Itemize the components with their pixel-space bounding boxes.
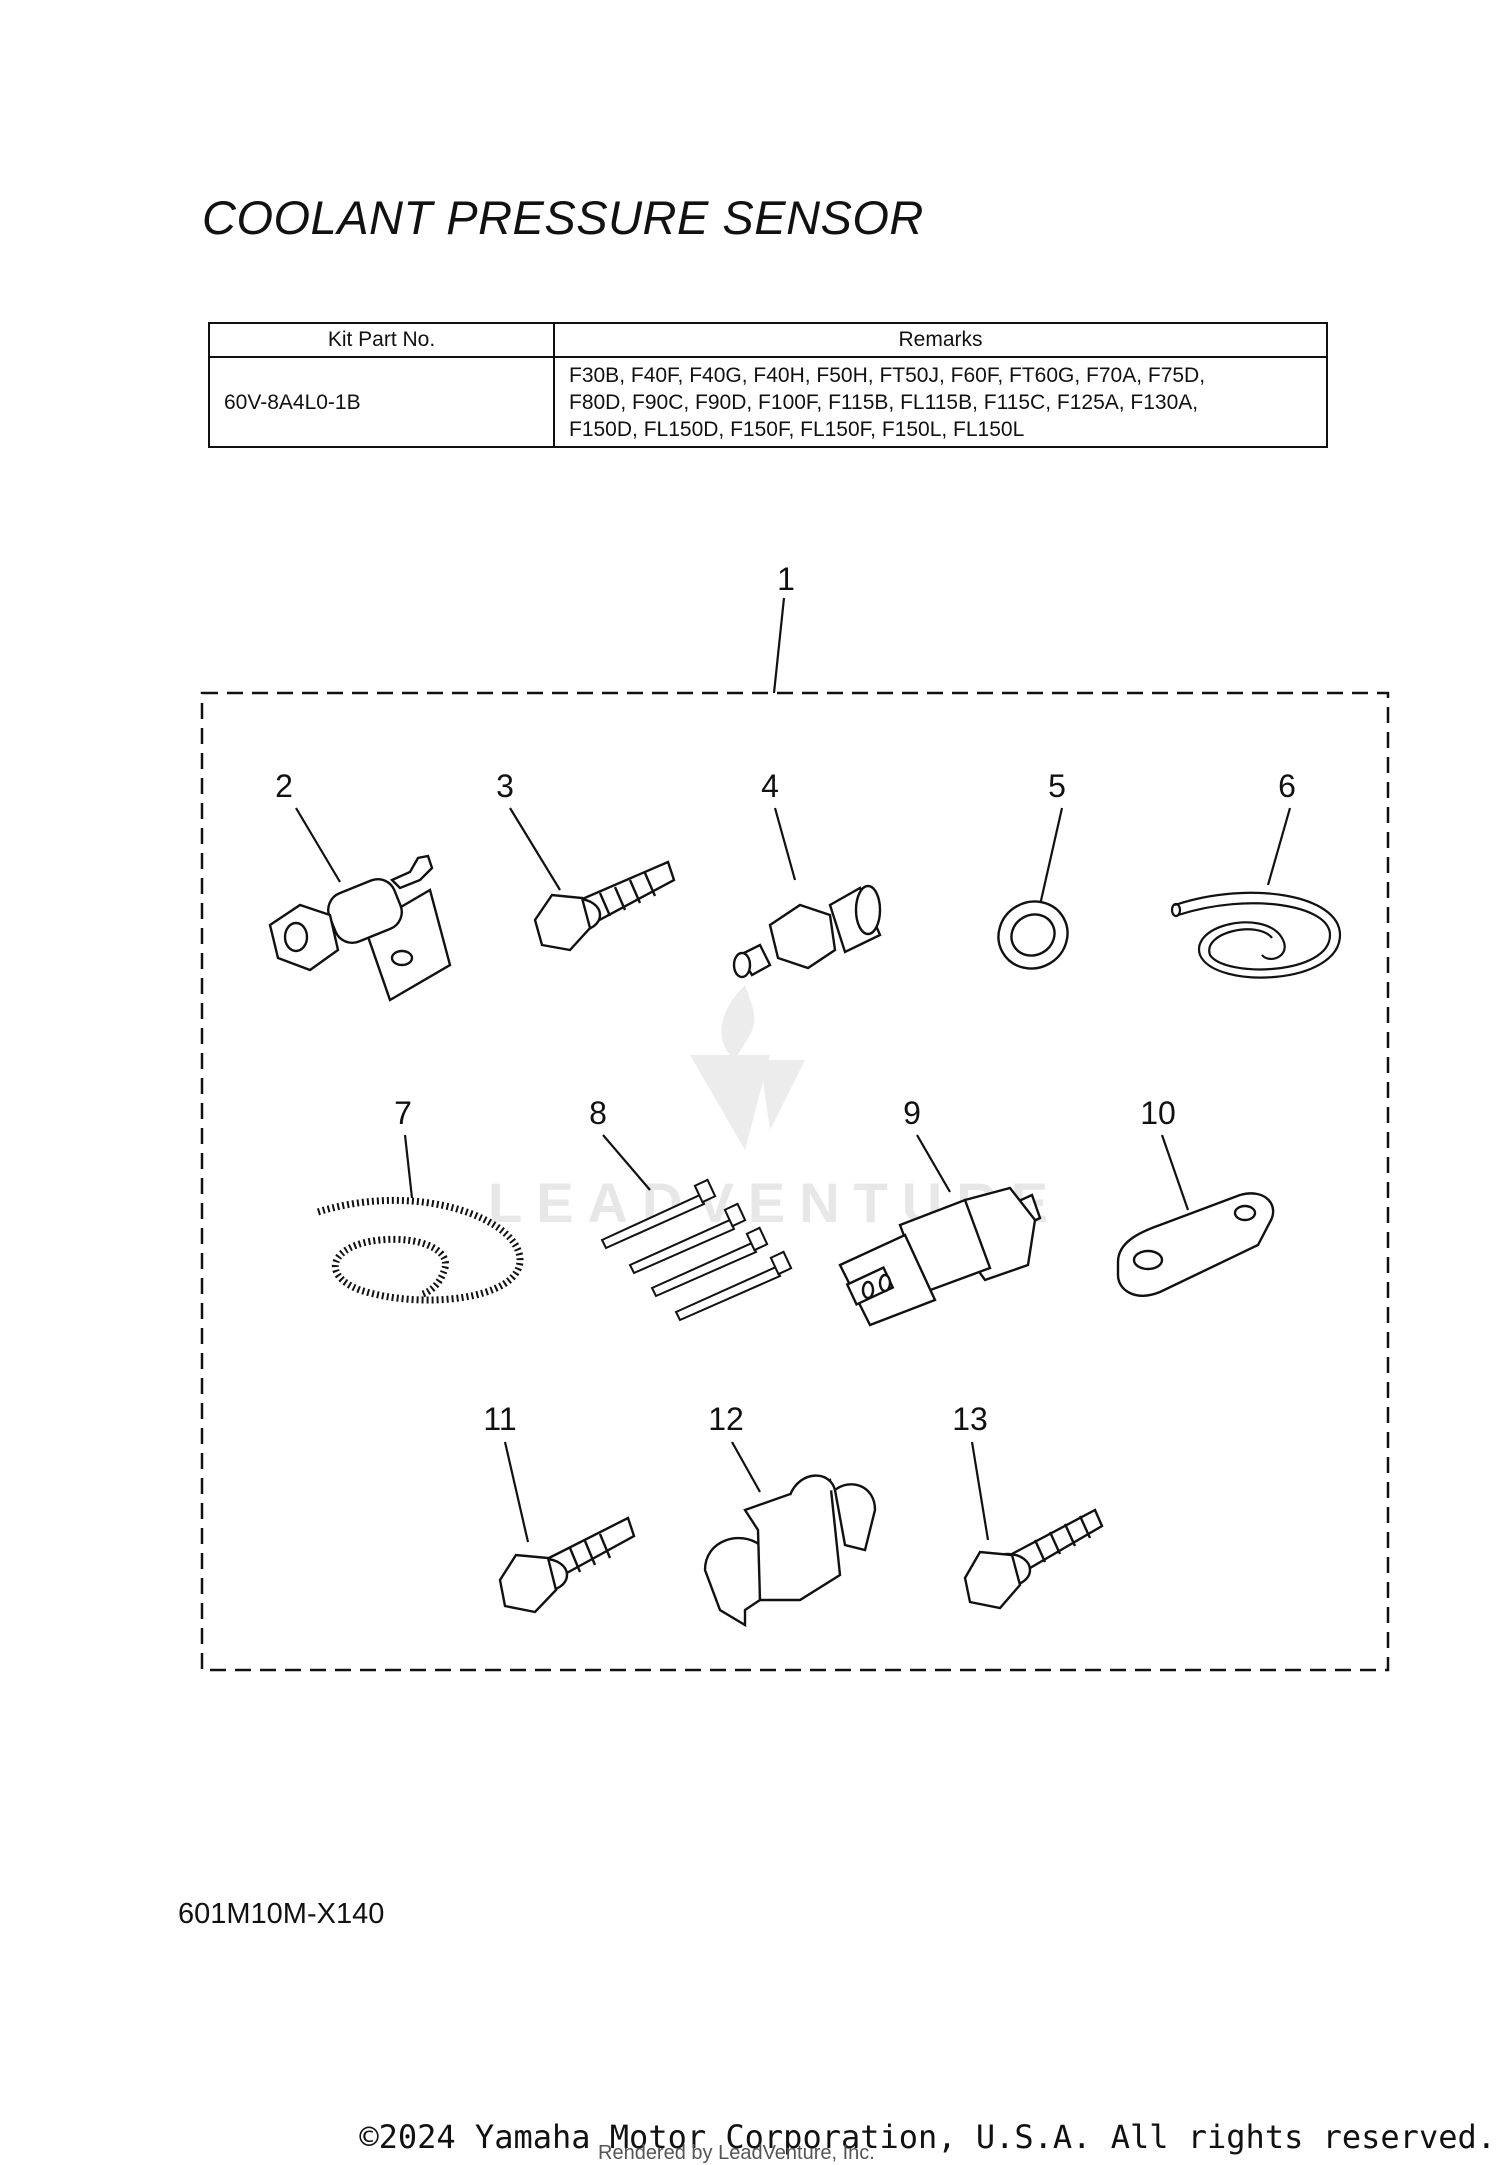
callout-9: 9 xyxy=(903,1095,921,1131)
header-kit-part-no: Kit Part No. xyxy=(208,322,555,358)
callout-4: 4 xyxy=(761,768,779,804)
callout-10: 10 xyxy=(1140,1095,1176,1131)
callout-6: 6 xyxy=(1278,768,1296,804)
part-10-plate xyxy=(1116,1192,1275,1297)
table-header-row: Kit Part No. Remarks xyxy=(208,322,1328,358)
part-4-sensor-adapter xyxy=(732,884,882,979)
remarks-cell: F30B, F40F, F40G, F40H, F50H, FT50J, F60… xyxy=(553,356,1328,448)
callout-11: 11 xyxy=(483,1401,516,1437)
part-2-fitting-bracket xyxy=(268,854,452,1002)
kit-boundary xyxy=(200,691,1390,1672)
header-remarks: Remarks xyxy=(553,322,1328,358)
kit-part-number: 60V-8A4L0-1B xyxy=(208,356,555,448)
part-13-screw xyxy=(963,1508,1104,1610)
callout-3: 3 xyxy=(496,768,514,804)
remarks-line: F30B, F40F, F40G, F40H, F50H, FT50J, F60… xyxy=(569,363,1206,387)
part-12-clamp xyxy=(703,1474,877,1628)
callout-1: 1 xyxy=(777,561,795,597)
diagram-code: 601M10M-X140 xyxy=(178,1898,385,1930)
table-row: 60V-8A4L0-1B F30B, F40F, F40G, F40H, F50… xyxy=(208,356,1328,448)
callout-8: 8 xyxy=(589,1095,607,1131)
part-11-bolt xyxy=(498,1516,636,1614)
callout-2: 2 xyxy=(275,768,293,804)
callout-labels: 1 2 3 4 5 6 7 8 9 10 11 12 13 xyxy=(275,561,1296,1437)
callout-12: 12 xyxy=(708,1401,744,1437)
part-8-cable-ties xyxy=(600,1178,793,1322)
copyright-notice: ©2024 Yamaha Motor Corporation, U.S.A. A… xyxy=(359,2118,1496,2156)
part-6-hose xyxy=(1170,891,1342,979)
callout-13: 13 xyxy=(952,1401,988,1437)
part-7-spiral-wrap xyxy=(316,1196,524,1304)
part-3-bolt xyxy=(533,860,676,952)
part-5-washer xyxy=(997,900,1069,970)
watermark-logo xyxy=(690,985,805,1150)
callout-7: 7 xyxy=(394,1095,412,1131)
page-title: COOLANT PRESSURE SENSOR xyxy=(202,191,924,244)
rendered-by-note: Rendered by LeadVenture, Inc. xyxy=(598,2142,875,2164)
kit-table: Kit Part No. Remarks 60V-8A4L0-1B F30B, … xyxy=(208,322,1328,448)
remarks-line: F80D, F90C, F90D, F100F, F115B, FL115B, … xyxy=(569,390,1199,414)
callout-5: 5 xyxy=(1048,768,1066,804)
leader-lines xyxy=(295,597,1292,1543)
remarks-line: F150D, FL150D, F150F, FL150F, F150L, FL1… xyxy=(569,417,1025,441)
part-9-pressure-sensor xyxy=(838,1186,1042,1327)
